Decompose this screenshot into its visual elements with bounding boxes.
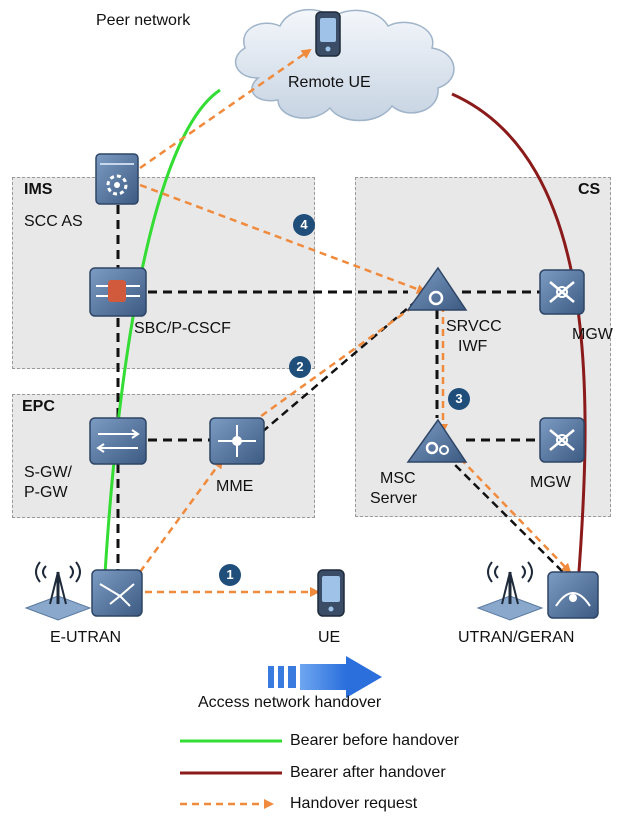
e-utran-antenna-icon: [24, 561, 92, 621]
srvcc-iwf-label-line1: SRVCC: [446, 318, 502, 335]
handover-mme-srvcc: [231, 294, 430, 439]
scc-as-server-icon: [95, 153, 139, 205]
handover-sccas-srvcc: [139, 183, 427, 294]
ue-label: UE: [318, 629, 341, 646]
mme-label: MME: [216, 478, 254, 495]
srvcc-iwf-device-icon: [406, 266, 468, 311]
mgw-bottom-label: MGW: [530, 474, 571, 491]
access-handover-arrow-icon: [268, 656, 382, 698]
remote-ue-label: Remote UE: [288, 74, 371, 91]
sgw-label-line1: S-GW/: [24, 464, 72, 481]
utran-geran-antenna-icon: [476, 561, 544, 621]
msc-label-line1: MSC: [380, 470, 416, 487]
peer-network-label: Peer network: [96, 12, 191, 29]
link-msc-nodeb: [445, 455, 566, 575]
step-badge-4: 4: [293, 214, 315, 236]
ue-phone-icon: [317, 569, 345, 617]
cs-label: CS: [578, 181, 601, 198]
mgw-top-device-icon: [539, 269, 585, 315]
remote-ue-phone-icon: [315, 11, 341, 57]
sbc-pcscf-device-icon: [89, 267, 147, 317]
peer-network-cloud: [234, 8, 455, 122]
step-badge-2: 2: [289, 356, 311, 378]
mgw-bottom-device-icon: [539, 417, 585, 463]
ims-zone: [12, 177, 315, 369]
handover-enodeb-mme: [138, 458, 224, 573]
legend-label-request: Handover request: [290, 795, 418, 812]
srvcc-iwf-label-line2: IWF: [458, 338, 488, 355]
scc-as-label: SCC AS: [24, 213, 83, 230]
utran-geran-label: UTRAN/GERAN: [458, 629, 575, 646]
sgw-label-line2: P-GW: [24, 484, 68, 501]
ims-label: IMS: [24, 181, 53, 198]
handover-sccas-remote: [139, 48, 312, 170]
msc-label-line2: Server: [370, 490, 418, 507]
handover-caption: Access network handover: [198, 694, 382, 711]
legend-label-after: Bearer after handover: [290, 764, 446, 781]
step-badge-3: 3: [448, 388, 470, 410]
handover-msc-nodeb: [451, 449, 572, 574]
nodeb-bsc-device-icon: [547, 571, 599, 619]
legend-label-before: Bearer before handover: [290, 732, 459, 749]
step-badge-1: 1: [219, 564, 241, 586]
mgw-top-label: MGW: [572, 326, 613, 343]
epc-label: EPC: [22, 398, 55, 415]
bearer-before-handover: [102, 88, 221, 591]
enodeb-device-icon: [91, 569, 143, 617]
msc-server-device-icon: [406, 418, 468, 463]
link-mme-srvcc: [261, 301, 416, 433]
sbc-pcscf-label: SBC/P-CSCF: [134, 320, 231, 337]
mme-device-icon: [209, 417, 265, 465]
e-utran-label: E-UTRAN: [50, 629, 122, 646]
sgw-pgw-device-icon: [89, 417, 147, 465]
